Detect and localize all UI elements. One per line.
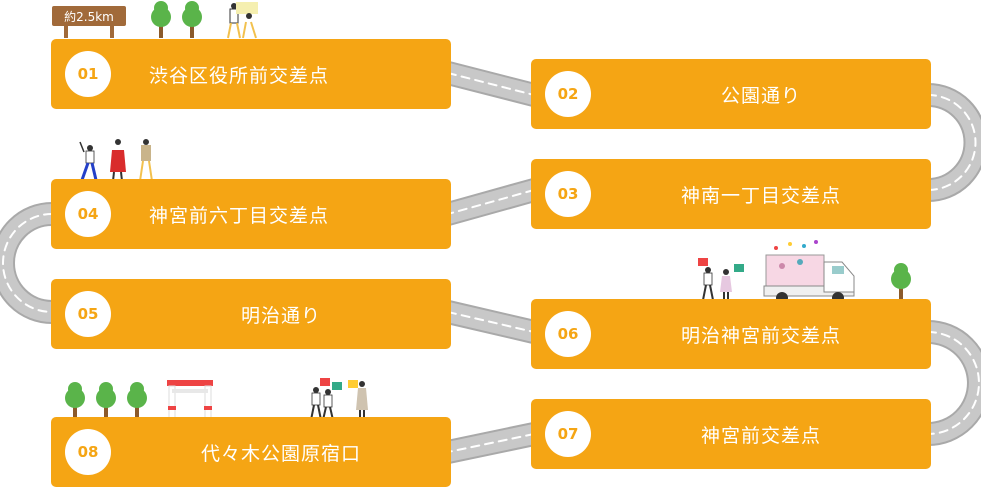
- step-number: 03: [545, 171, 591, 217]
- step-number: 08: [65, 429, 111, 475]
- step-name: 神宮前交差点: [700, 424, 821, 447]
- route-step-08: 08 代々木公園原宿口: [51, 417, 451, 487]
- step-name: 明治神宮前交差点: [680, 324, 841, 347]
- tree-icon: [65, 382, 85, 418]
- distance-label: 約2.5km: [52, 6, 126, 26]
- step-number: 06: [545, 311, 591, 357]
- step-number: 04: [65, 191, 111, 237]
- tree-icon: [891, 263, 911, 300]
- tree-icon: [127, 382, 147, 418]
- step-name: 神南一丁目交差点: [680, 184, 841, 207]
- step-number: 01: [65, 51, 111, 97]
- route-step-06: 06 明治神宮前交差点: [531, 299, 931, 369]
- step-number: 07: [545, 411, 591, 457]
- route-step-01: 01 渋谷区役所前交差点: [51, 39, 451, 109]
- gate-icon: [167, 380, 213, 419]
- people-icon: [79, 139, 153, 182]
- tree-icon: [151, 1, 171, 38]
- route-step-02: 02 公園通り: [531, 59, 931, 129]
- step-name: 明治通り: [240, 304, 321, 327]
- route-step-03: 03 神南一丁目交差点: [531, 159, 931, 229]
- step-number: 02: [545, 71, 591, 117]
- route-step-05: 05 明治通り: [51, 279, 451, 349]
- tree-icon: [182, 1, 202, 38]
- people-icon: [227, 2, 258, 39]
- step-name: 神宮前六丁目交差点: [149, 204, 330, 227]
- people-icon: [698, 258, 744, 301]
- truck-icon: [763, 240, 855, 304]
- step-number: 05: [65, 291, 111, 337]
- route-step-07: 07 神宮前交差点: [531, 399, 931, 469]
- people-icon: [310, 378, 368, 422]
- step-name: 公園通り: [720, 84, 801, 107]
- tree-icon: [96, 382, 116, 418]
- step-name: 代々木公園原宿口: [200, 442, 361, 465]
- distance-sign: 約2.5km: [52, 6, 126, 38]
- step-name: 渋谷区役所前交差点: [149, 64, 330, 87]
- route-step-04: 04 神宮前六丁目交差点: [51, 179, 451, 249]
